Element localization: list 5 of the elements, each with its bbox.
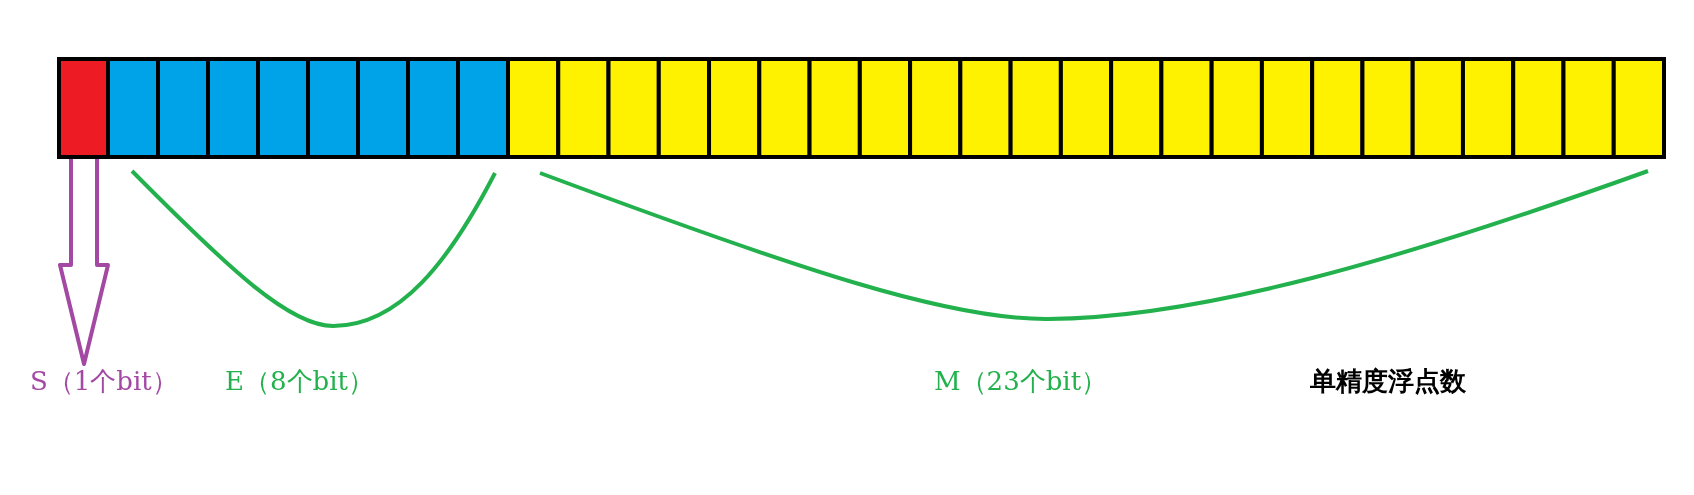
field-label: E（8个bit） <box>225 366 374 396</box>
field-label: M（23个bit） <box>934 366 1108 396</box>
note-text: 单精度浮点数 <box>1310 366 1466 396</box>
field-label: S（1个bit） <box>30 366 178 396</box>
sign-bit-cell <box>59 59 108 157</box>
